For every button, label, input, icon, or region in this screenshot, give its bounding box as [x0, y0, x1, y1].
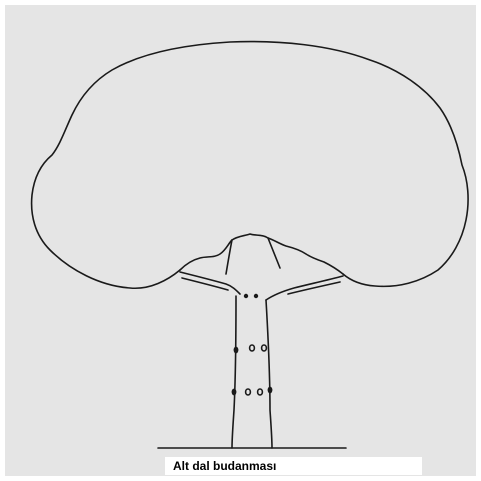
inner-canopy-top: [232, 234, 343, 274]
right-branch-cut: [266, 276, 343, 300]
pruning-scar: [234, 347, 237, 352]
figure-caption: Alt dal budanması: [165, 459, 276, 473]
pruning-scar: [258, 389, 263, 395]
tree-crown-outline: [32, 42, 469, 289]
pruning-scar: [268, 387, 271, 392]
tree-trunk-right: [266, 300, 272, 448]
pruning-scar: [262, 345, 267, 351]
inner-canopy-left: [180, 240, 232, 270]
pruning-scar: [246, 389, 251, 395]
pruning-scar: [232, 389, 235, 394]
caption-box: Alt dal budanması: [165, 457, 422, 475]
left-branch-cut: [180, 272, 240, 294]
pruning-scar: [250, 345, 255, 351]
tree-trunk-left: [232, 296, 236, 448]
